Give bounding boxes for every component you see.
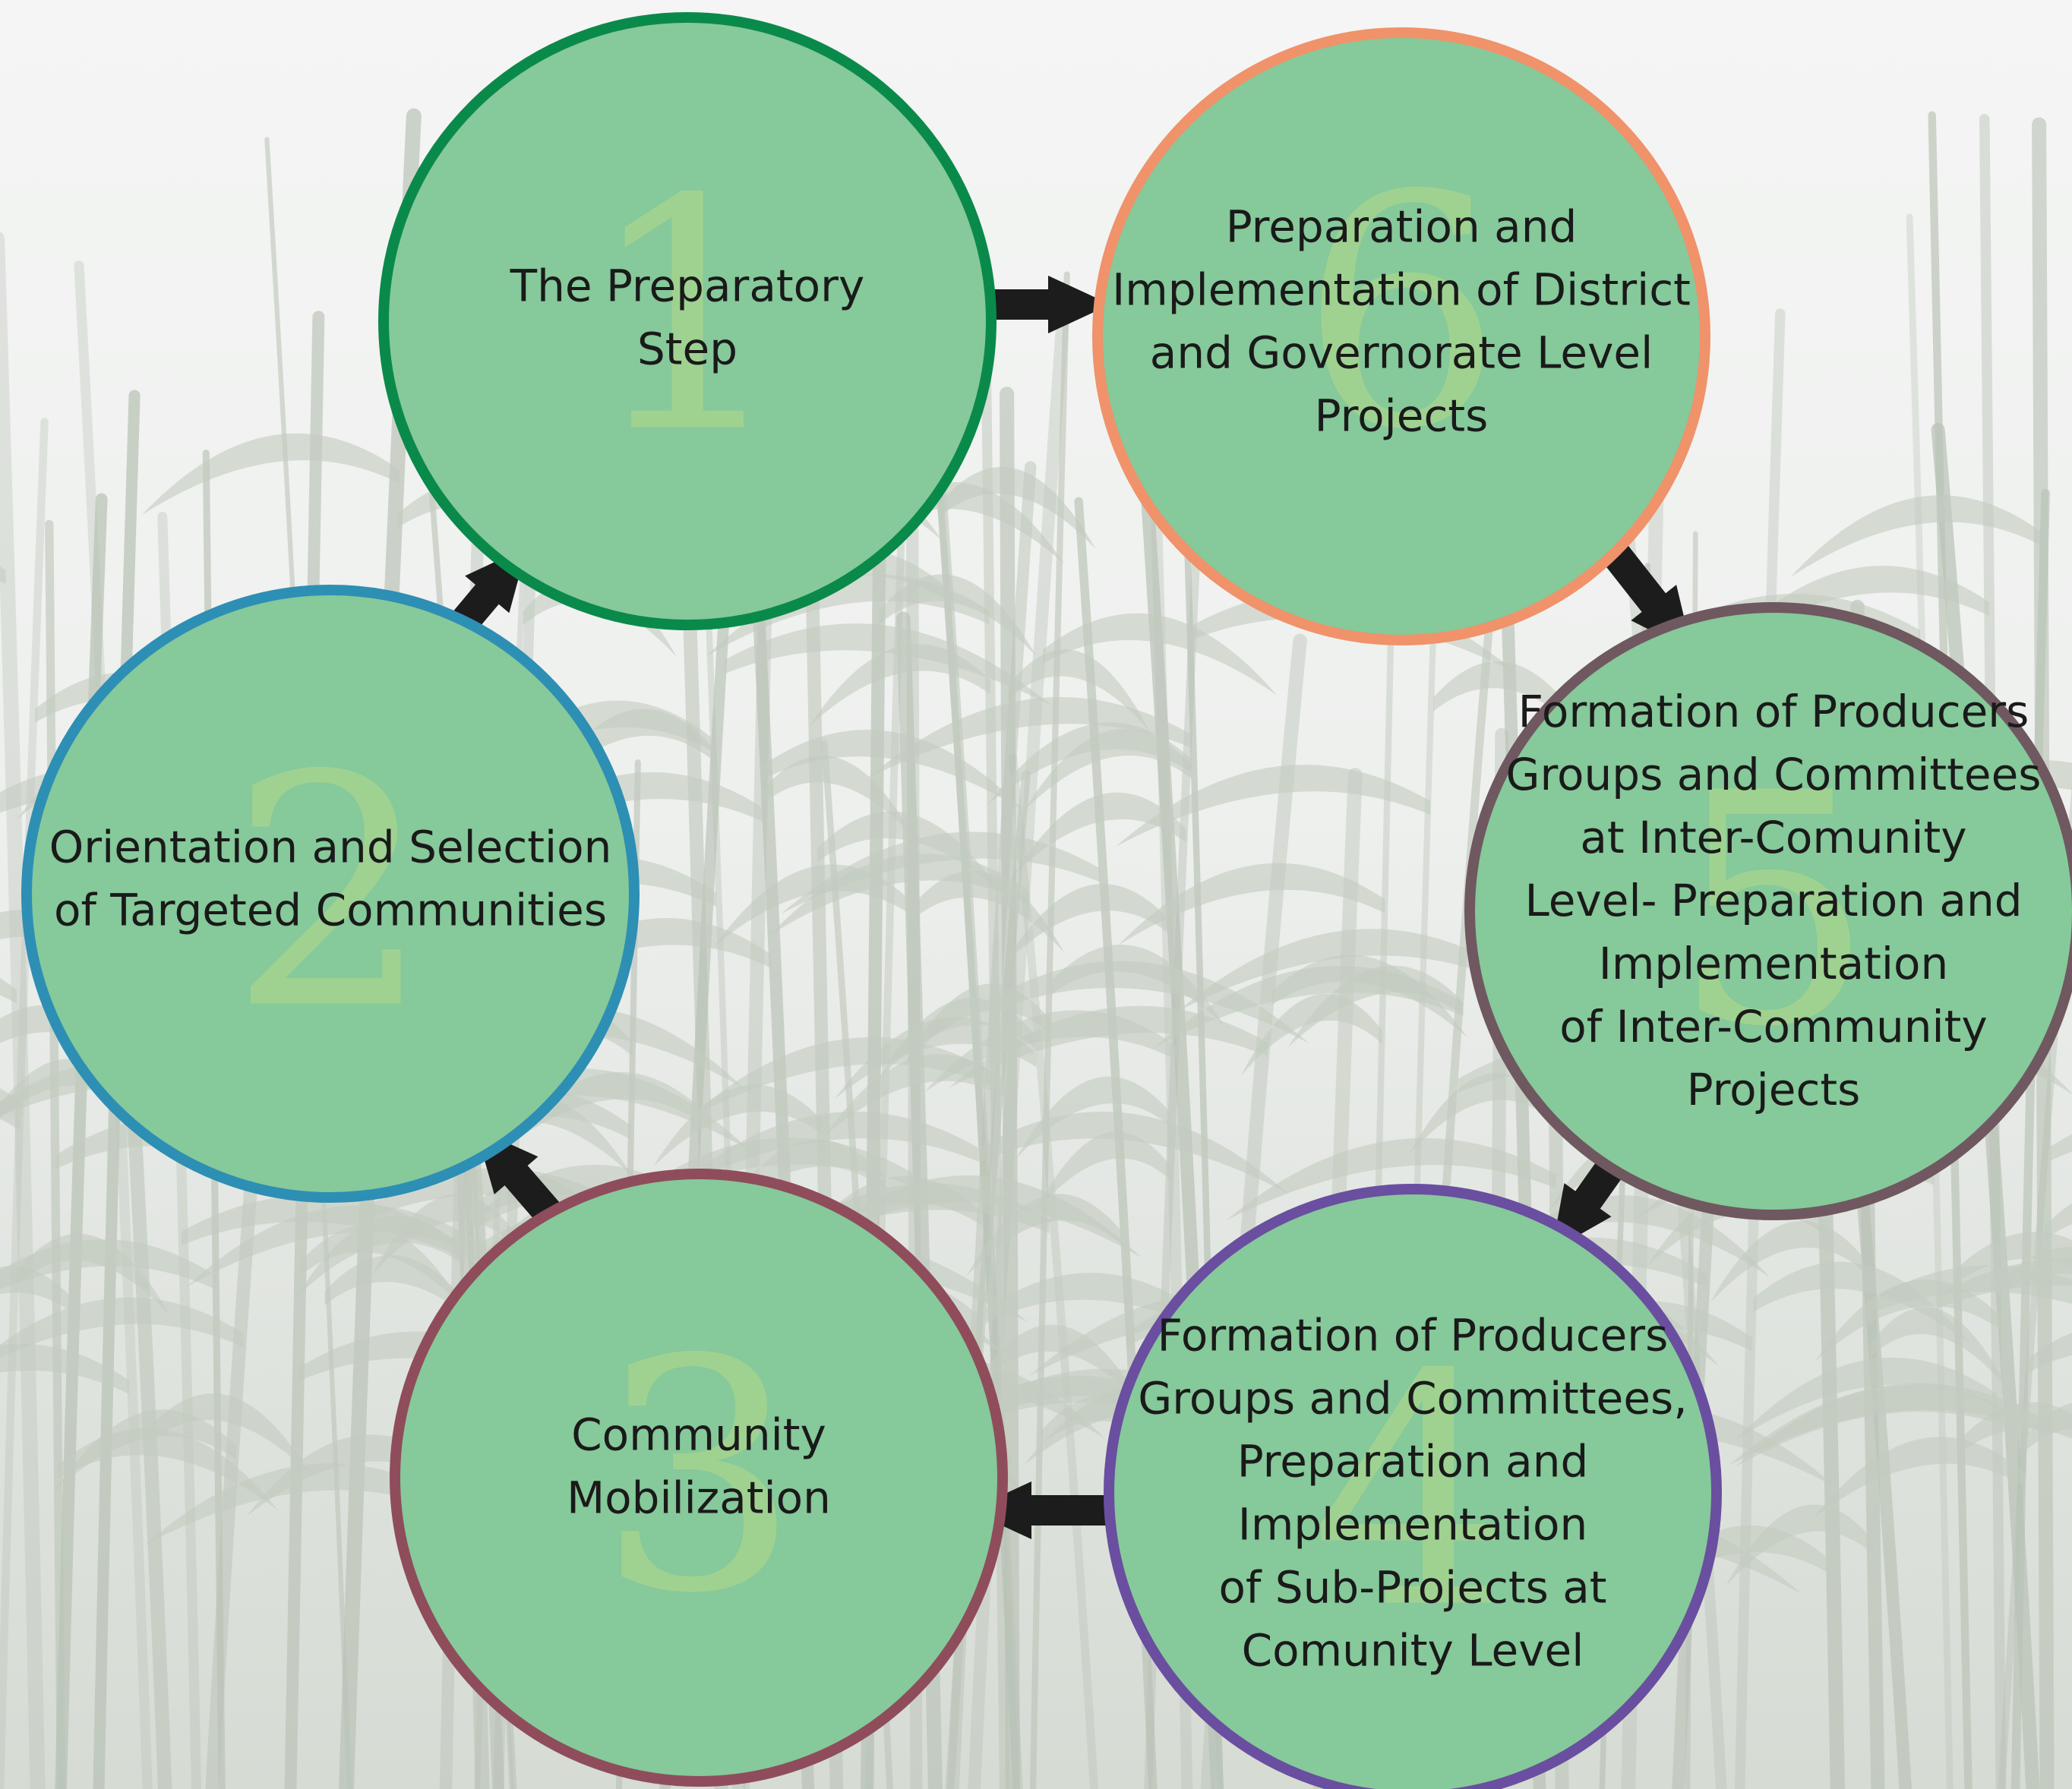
step-4-circle xyxy=(1104,1184,1722,1789)
step-3-circle xyxy=(390,1169,1008,1787)
step-5-label-line: Implementation xyxy=(1599,938,1949,989)
step-2-circle xyxy=(21,585,640,1203)
step-5-label-line: at Inter-Comunity xyxy=(1580,812,1966,863)
step-3-number: 3 xyxy=(597,1292,800,1664)
step-5-label-line: Projects xyxy=(1687,1064,1861,1115)
step-4-label-line: Preparation and xyxy=(1237,1436,1589,1488)
step-6-label-line: Implementation of District xyxy=(1112,264,1691,316)
step-4-label-line: Groups and Committees, xyxy=(1138,1373,1687,1425)
step-3-label-line: Mobilization xyxy=(567,1472,831,1524)
step-6-number: 6 xyxy=(1300,128,1502,500)
step-5-label-line: Groups and Committees xyxy=(1506,749,2042,800)
step-2-label: Orientation and Selection of Targeted Com… xyxy=(49,822,612,936)
step-5-label-line: of Inter-Community xyxy=(1559,1001,1987,1052)
step-2-number: 2 xyxy=(229,708,431,1080)
step-4-label-line: Formation of Producers xyxy=(1158,1310,1669,1361)
step-4-label-line: of Sub-Projects at xyxy=(1218,1562,1606,1614)
step-6-circle xyxy=(1092,27,1710,645)
step-4-label-line: Comunity Level xyxy=(1242,1625,1584,1677)
step-1-label-line: The Preparatory xyxy=(510,260,865,312)
step-6-label-line: Preparation and xyxy=(1226,201,1578,253)
step-5-label-line: Level- Preparation and xyxy=(1524,875,2022,926)
step-5-number: 5 xyxy=(1672,726,1875,1097)
step-1-number: 1 xyxy=(586,132,788,503)
step-3-label-line: Community xyxy=(571,1409,826,1461)
step-6-label-line: and Governorate Level xyxy=(1150,327,1653,379)
step-4-label-line: Implementation xyxy=(1238,1499,1588,1551)
step-5-label-line: Formation of Producers xyxy=(1518,686,2029,737)
arrow-step-1-to-step-6 xyxy=(966,276,1110,333)
step-4-number: 4 xyxy=(1311,1308,1514,1679)
step-1-circle xyxy=(378,12,997,630)
step-2-label-line: Orientation and Selection xyxy=(49,822,612,873)
step-5-circle xyxy=(1464,602,2072,1220)
step-2-label-line: of Targeted Communities xyxy=(54,885,607,936)
step-1-label-line: Step xyxy=(637,323,738,375)
step-6-label-line: Projects xyxy=(1315,390,1489,442)
